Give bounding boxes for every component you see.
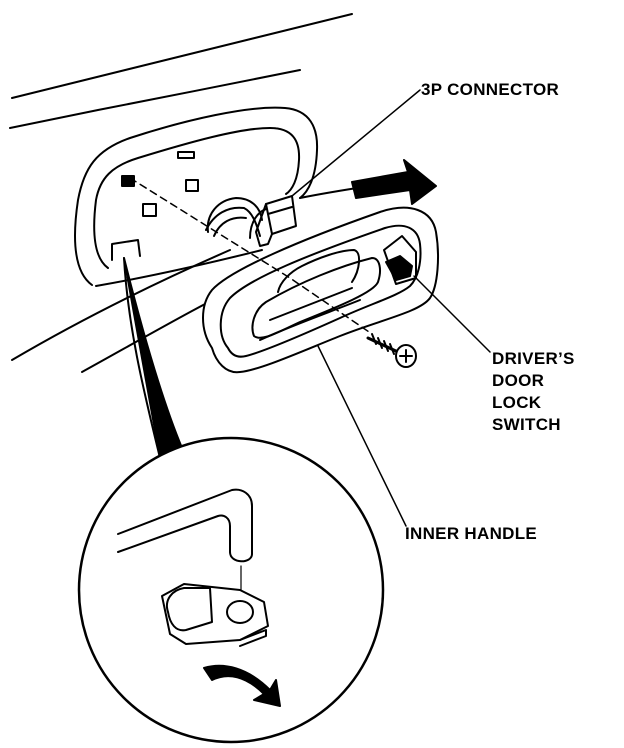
lock-switch-label-line: SWITCH [492, 415, 561, 434]
removal-direction-arrow [352, 160, 436, 204]
alignment-dashed-line [130, 178, 372, 334]
detail-circle [79, 438, 383, 742]
lock-switch-label-line: DOOR [492, 371, 545, 390]
3p-connector-label: 3P CONNECTOR [421, 80, 560, 99]
detail-callout-tail [124, 258, 182, 458]
inner-handle-assembly [203, 208, 438, 372]
lock-switch-label-line: LOCK [492, 393, 542, 412]
leader-lines [292, 90, 490, 526]
inner-handle-label: INNER HANDLE [405, 524, 538, 543]
3p-connector [256, 196, 296, 246]
lock-switch-label-line: DRIVER’S [492, 349, 575, 368]
drivers-door-lock-switch-label: DRIVER’S DOOR LOCK SWITCH [492, 348, 575, 436]
mounting-screw [368, 334, 416, 367]
door-recess [75, 108, 317, 286]
wire-harness [206, 208, 270, 238]
